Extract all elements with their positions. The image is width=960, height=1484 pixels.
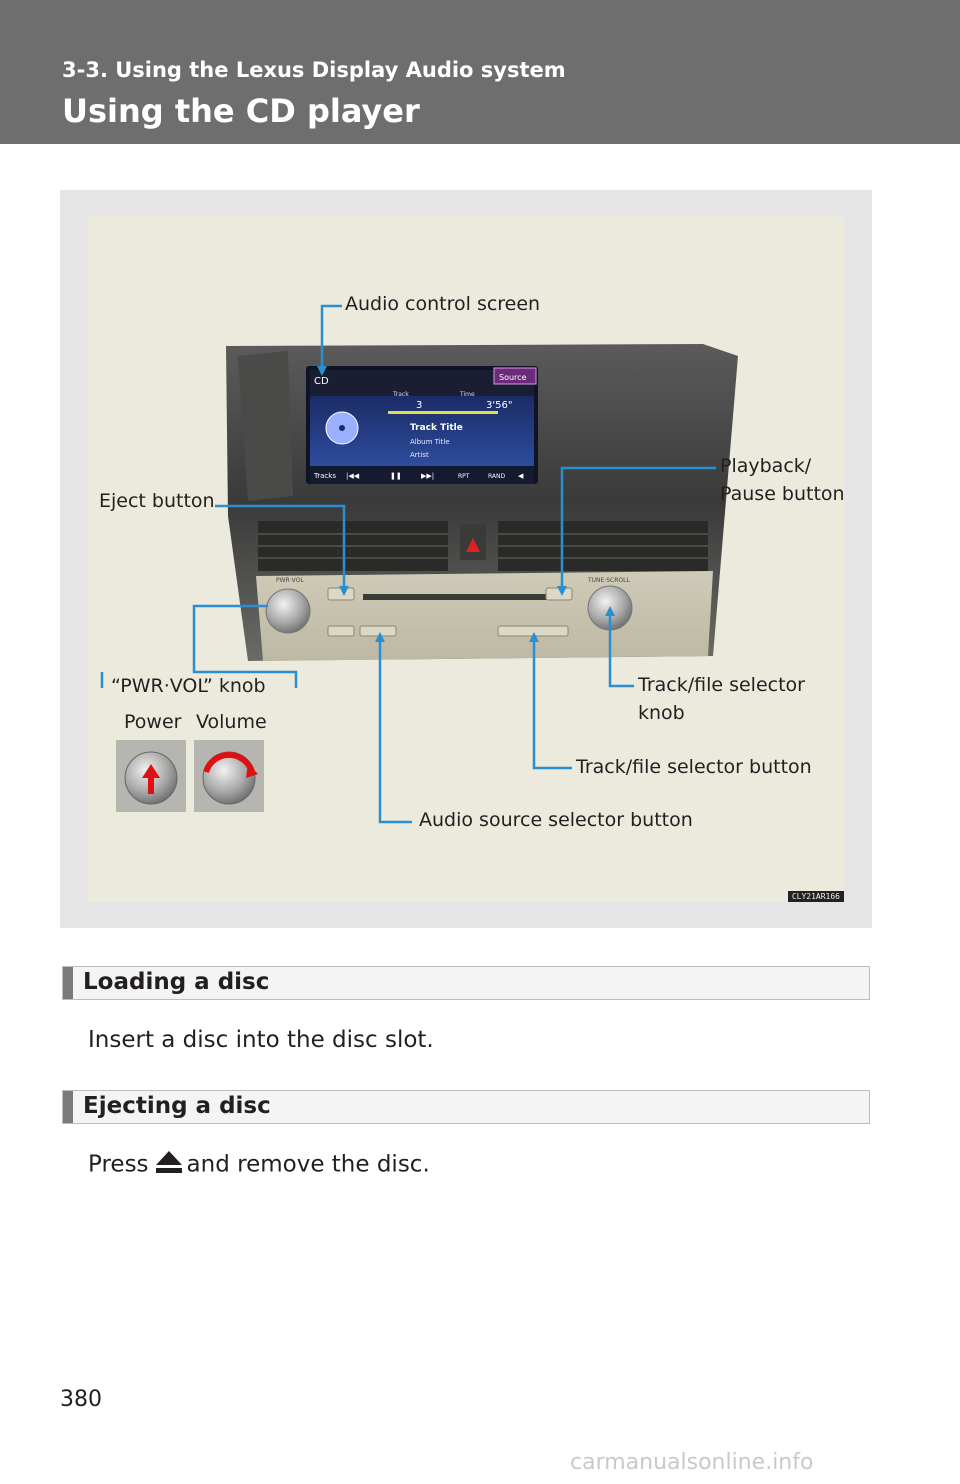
screen-rand-button: RAND [488,473,506,480]
label-volume: Volume [196,711,267,733]
panel-pwr-vol-label: PWR·VOL [276,577,304,584]
press-text: Press [88,1151,149,1178]
screen-track-title: Track Title [410,423,463,433]
heading-loading-disc-text: Loading a disc [83,969,270,995]
screen-artist: Artist [410,451,429,459]
label-audio-control-screen: Audio control screen [345,293,541,315]
paragraph-ejecting-disc: Press and remove the disc. [88,1150,430,1180]
screen-pause-icon: ❚❚ [390,472,402,480]
screen-track-number: 3 [416,400,422,411]
label-track-file-button: Track/file selector button [576,756,812,778]
label-track-file-knob-line1: Track/file selector [638,674,805,696]
screen-track-heading: Track [392,391,409,398]
label-power: Power [124,711,182,733]
heading-loading-disc: Loading a disc [62,966,870,1000]
hazard-icon [466,538,480,552]
label-playback-pause-line1: Playback/ [720,455,812,477]
screen-sound-icon: ◀ [518,472,524,480]
section-title: 3-3. Using the Lexus Display Audio syste… [62,58,566,82]
page-number: 380 [60,1387,102,1412]
label-playback-pause-line2: Pause button [720,483,844,505]
dashboard-illustration: CD Source Track Time 3 3'56" Track Title… [100,304,738,824]
screen-prev-icon: |◀◀ [346,472,360,480]
screen-time-value: 3'56" [486,400,512,411]
heading-ejecting-disc-text: Ejecting a disc [83,1093,271,1119]
screen-tracks-button: Tracks [313,472,336,480]
pwr-vol-knob [265,588,311,634]
press-arrow-icon [142,764,160,794]
label-eject-button: Eject button [99,490,215,512]
disc-slot [363,594,553,600]
watermark: carmanualsonline.info [570,1450,814,1475]
label-audio-source-button: Audio source selector button [419,809,693,831]
screen-cd-label: CD [314,376,329,387]
screen-source-button: Source [499,373,527,382]
screen-album-title: Album Title [410,438,450,446]
panel-tune-scroll-label: TUNE·SCROLL [587,577,630,584]
remove-disc-text: and remove the disc. [186,1151,430,1178]
figure-code: CLY21AR166 [787,891,844,902]
heading-ejecting-disc: Ejecting a disc [62,1090,870,1124]
figure-illustration: CD Source Track Time 3 3'56" Track Title… [88,216,844,902]
page-header: 3-3. Using the Lexus Display Audio syste… [0,0,960,144]
eject-icon [155,1150,183,1180]
screen-time-heading: Time [459,391,475,398]
screen-rpt-button: RPT [458,473,470,480]
page-title: Using the CD player [62,92,420,130]
label-pwr-vol-knob: “PWR·VOL” knob [111,675,266,697]
paragraph-loading-disc: Insert a disc into the disc slot. [88,1027,434,1053]
label-track-file-knob-line2: knob [638,702,685,724]
screen-next-icon: ▶▶| [421,472,434,480]
cd-player-figure: CD Source Track Time 3 3'56" Track Title… [60,190,872,928]
audio-source-button-shape [359,625,397,637]
